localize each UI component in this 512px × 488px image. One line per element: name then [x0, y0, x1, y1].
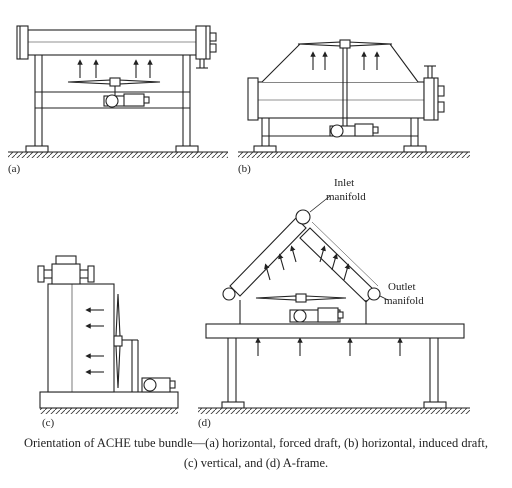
outlet-manifold-label-line1: Outlet — [388, 281, 416, 293]
panel-label-d: (d) — [198, 417, 211, 429]
panel-c-diagram — [37, 255, 179, 414]
figure-caption-line1: Orientation of ACHE tube bundle—(a) hori… — [23, 436, 489, 450]
figure-caption-line2: (c) vertical, and (d) A-frame. — [183, 456, 329, 470]
panel-label-a: (a) — [8, 163, 21, 175]
panel-a-diagram — [8, 25, 228, 158]
outlet-manifold-label-line2: manifold — [384, 295, 424, 307]
panel-label-b: (b) — [238, 163, 251, 175]
inlet-manifold-label-line2: manifold — [326, 191, 366, 203]
panel-b-diagram — [238, 39, 470, 158]
inlet-manifold-label-line1: Inlet — [334, 177, 354, 189]
panel-label-c: (c) — [42, 417, 55, 429]
panel-d-diagram — [198, 195, 470, 414]
